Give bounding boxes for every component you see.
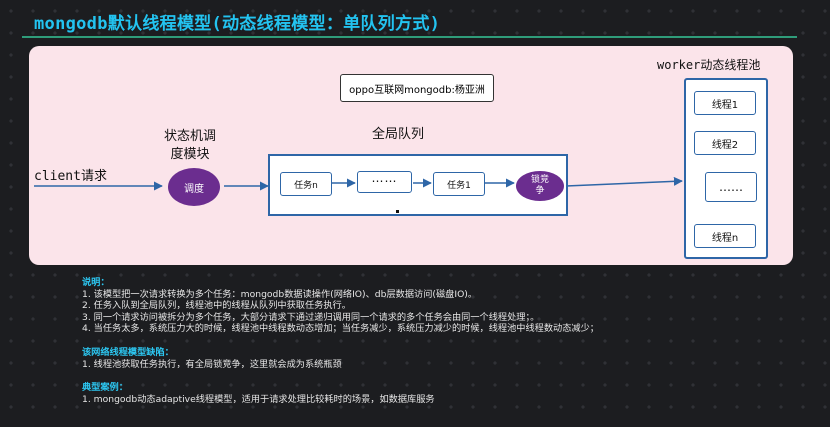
worker-thread-2: 线程2: [694, 131, 756, 155]
title-divider: [22, 36, 797, 38]
worker-thread-1: 线程1: [694, 91, 756, 115]
worker-pool-label: worker动态线程池: [657, 58, 761, 72]
explain-item-4: 4. 当任务太多，系统压力大的时候，线程池中线程数动态增加；当任务减少，系统压力…: [82, 323, 599, 335]
explain-item-3: 3. 同一个请求访问被拆分为多个任务，大部分请求下通过递归调用同一个请求的多个任…: [82, 311, 540, 323]
explain-item-1: 1. 该模型把一次请求转换为多个任务：mongodb数据读操作(网络IO)、db…: [82, 288, 478, 300]
explain-item-2: 2. 任务入队到全局队列，线程池中的线程从队列中获取任务执行。: [82, 300, 351, 312]
dispatch-node: 调度: [168, 168, 220, 206]
explain-heading: 说明：: [82, 277, 110, 288]
notes-section: 说明： 1. 该模型把一次请求转换为多个任务：mongodb数据读操作(网络IO…: [82, 277, 812, 405]
queue-marker: [396, 210, 399, 213]
worker-thread-n: 线程n: [694, 224, 756, 248]
global-queue-label: 全局队列: [372, 127, 425, 142]
state-machine-label: 状态机调 度模块: [163, 129, 216, 162]
defect-item-1: 1. 线程池获取任务执行，有全局锁竞争，这里就会成为系统瓶颈: [82, 358, 342, 370]
case-item-1: 1. mongodb动态adaptive线程模型，适用于请求处理比较耗时的场景，…: [82, 393, 435, 405]
lock-contention-node: 锁竞 争: [516, 171, 564, 201]
task-ellipsis-node: ……: [357, 171, 412, 193]
client-request-label: client请求: [34, 169, 107, 184]
arrow-lock-to-pool: [565, 176, 683, 187]
worker-thread-ellipsis: ……: [705, 172, 757, 202]
task-1-node: 任务1: [433, 172, 485, 196]
case-heading: 典型案例：: [82, 382, 128, 394]
defect-heading: 该网络线程模型缺陷：: [82, 346, 174, 358]
task-n-node: 任务n: [280, 172, 332, 196]
slide-title: mongodb默认线程模型(动态线程模型：单队列方式): [34, 14, 441, 34]
author-tag: oppo互联网mongodb:杨亚洲: [340, 74, 494, 102]
